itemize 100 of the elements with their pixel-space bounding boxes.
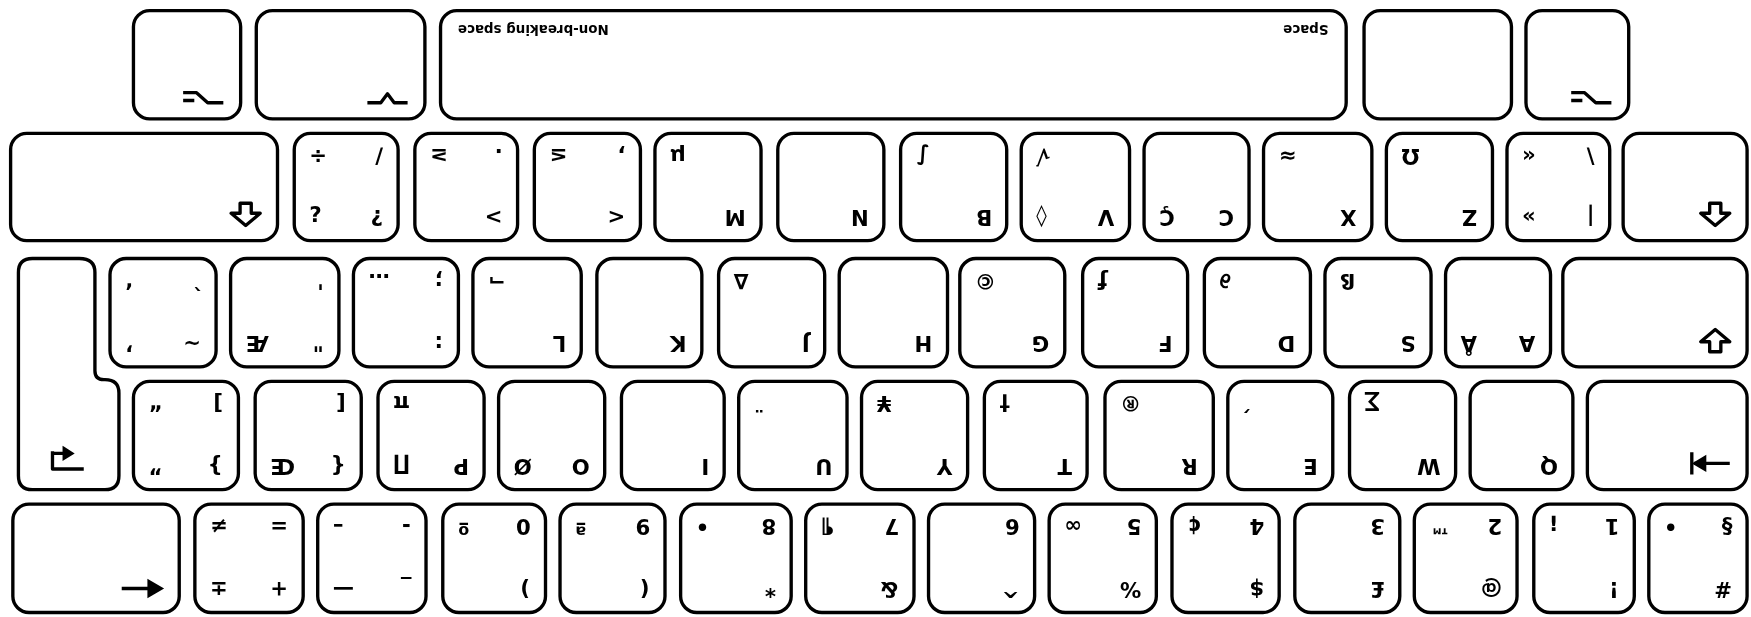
- keyboard-key: [1362, 8, 1514, 121]
- key-character: P: [453, 455, 469, 478]
- keyboard-key: [131, 8, 243, 121]
- key-character: ™: [1429, 515, 1451, 539]
- keyboard-key: [678, 502, 793, 615]
- key-character: 4: [1249, 515, 1265, 539]
- keyboard-key: [131, 379, 241, 492]
- key-character: ¡: [1548, 515, 1559, 539]
- key-character: Ç: [1159, 206, 1175, 229]
- key-character: ß: [1340, 270, 1356, 293]
- key-character: ®: [1120, 393, 1142, 416]
- keyboard-key: [859, 379, 970, 492]
- key-character: ∆: [733, 270, 749, 293]
- keyboard-key: [292, 131, 400, 243]
- key-character: B: [975, 206, 992, 229]
- keyboard-key: [532, 131, 643, 243]
- key-character: ±: [209, 578, 228, 601]
- key-character: ∏: [393, 455, 410, 478]
- key-character: 5: [1126, 515, 1142, 539]
- key-character: (: [640, 578, 650, 601]
- keyboard-key: [958, 256, 1067, 369]
- key-character: Ø: [513, 455, 532, 478]
- key-character: 2: [1487, 515, 1502, 539]
- keyboard-key: [926, 502, 1037, 615]
- key-character: J: [801, 332, 810, 356]
- key-character: }: [208, 455, 224, 478]
- keyboard-key: [1505, 131, 1612, 243]
- key-character: =: [270, 515, 289, 539]
- key-character: [: [336, 393, 347, 416]
- key-character: ◊: [1036, 206, 1047, 229]
- key-character: $: [1249, 578, 1265, 601]
- key-character: –: [332, 515, 344, 539]
- key-character: ¨: [753, 393, 765, 416]
- key-character: ƒ: [1097, 270, 1107, 293]
- key-character: #: [1714, 578, 1732, 601]
- keyboard-key: [438, 8, 1348, 121]
- keyboard-key: [1412, 502, 1519, 615]
- key-character: 0: [515, 515, 531, 539]
- key-character: √: [1036, 145, 1051, 168]
- key-character: @: [1480, 578, 1502, 601]
- key-character: H: [914, 332, 933, 356]
- key-character: 9: [635, 515, 650, 539]
- keyboard-key: [1323, 256, 1433, 369]
- key-character: Q: [1539, 455, 1558, 478]
- keyboard-key: [471, 256, 583, 369]
- key-character: «: [1522, 145, 1536, 168]
- key-character: ¬: [488, 270, 506, 293]
- keyboard-key: [1293, 502, 1402, 615]
- key-character: N: [851, 206, 869, 229]
- keyboard-key: [413, 131, 520, 243]
- key-character: •: [1663, 515, 1678, 539]
- key-character: Œ: [270, 455, 295, 478]
- key-character: D: [1277, 332, 1296, 356]
- key-character: “: [148, 393, 163, 416]
- keyboard-key: [1585, 379, 1749, 492]
- key-character: §: [1721, 515, 1732, 539]
- key-character: ¶: [820, 515, 835, 539]
- key-character: £: [1369, 578, 1385, 601]
- key-character: Ω: [1401, 145, 1420, 168]
- keyboard-key: [1647, 502, 1749, 615]
- key-character: \: [1586, 145, 1595, 168]
- key-character: ÷: [309, 145, 328, 168]
- keyboard-key: [653, 131, 763, 243]
- key-character: X: [1340, 206, 1357, 229]
- key-character: ^: [1001, 578, 1020, 601]
- keyboard-key: [898, 131, 1009, 243]
- key-character: &: [880, 578, 899, 601]
- key-character: ©: [974, 270, 997, 293]
- keyboard-key: [316, 502, 428, 615]
- key-character: •: [695, 515, 710, 539]
- key-character: I: [701, 455, 710, 478]
- key-character: +: [270, 578, 289, 601]
- keyboard-key: [16, 256, 121, 492]
- key-character: _: [400, 578, 411, 601]
- key-character: :: [434, 332, 444, 356]
- keyboard-key: [1261, 131, 1374, 243]
- key-character: L: [552, 332, 567, 356]
- keyboard-key: [1047, 502, 1158, 615]
- keyboard-key: [11, 502, 181, 615]
- key-character: ¢: [1187, 515, 1202, 539]
- key-character: R: [1181, 455, 1199, 478]
- key-character: ∫: [915, 145, 929, 168]
- key-character: ≠: [209, 515, 228, 539]
- keyboard-key: [1170, 502, 1281, 615]
- key-character: ∂: [1219, 270, 1231, 293]
- key-character: ¿: [309, 206, 322, 229]
- key-character: Å: [1460, 332, 1478, 356]
- key-character: 3: [1369, 515, 1385, 539]
- key-character: S: [1400, 332, 1416, 356]
- key-character: »: [1522, 206, 1536, 229]
- key-character: K: [670, 332, 687, 356]
- key-character: ”: [148, 455, 163, 478]
- keyboard-key: [1561, 256, 1749, 369]
- key-character: <: [607, 206, 626, 229]
- key-character: —: [332, 578, 354, 601]
- key-character: ‘: [125, 270, 134, 293]
- key-character: ¥: [876, 393, 892, 416]
- keyboard-key: [228, 256, 341, 369]
- key-character: {: [331, 455, 347, 478]
- key-character: ": [312, 332, 324, 356]
